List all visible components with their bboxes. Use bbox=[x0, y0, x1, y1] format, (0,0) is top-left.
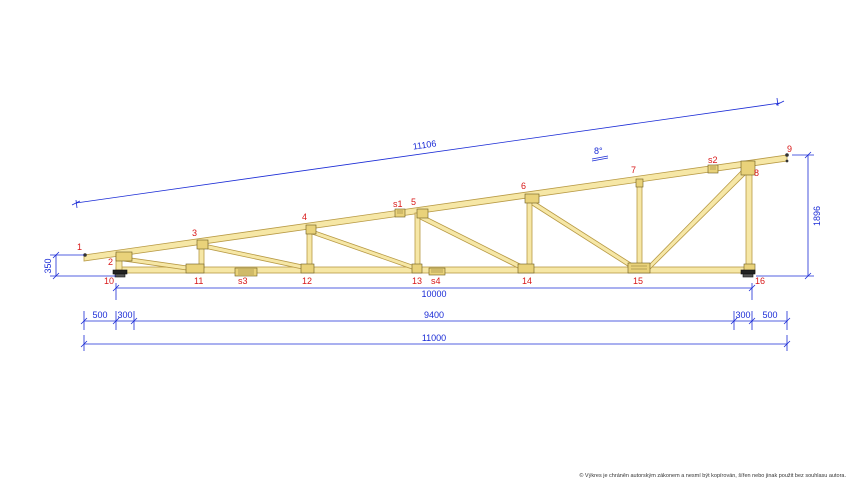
dim-right-height: 1896 bbox=[812, 206, 822, 226]
left-support bbox=[112, 269, 128, 275]
supports bbox=[112, 269, 756, 278]
splice-plate-s4 bbox=[428, 267, 446, 276]
node-10-label: 10 bbox=[104, 276, 114, 286]
dim-right-bearing: 300 bbox=[735, 310, 750, 320]
plate-15 bbox=[627, 262, 651, 274]
plate-6 bbox=[524, 193, 540, 204]
vertical-4-12 bbox=[306, 228, 313, 269]
dimension-lines bbox=[50, 97, 814, 351]
dim-right-overhang: 500 bbox=[762, 310, 777, 320]
dim-slope: 8° bbox=[594, 146, 603, 156]
node-4-label: 4 bbox=[302, 212, 307, 222]
plate-4 bbox=[305, 224, 317, 235]
truss-members bbox=[83, 154, 788, 274]
splice-s2-label: s2 bbox=[708, 155, 718, 165]
splice-s1-label: s1 bbox=[393, 199, 403, 209]
vertical-7-15 bbox=[636, 181, 643, 269]
top-chord bbox=[83, 154, 788, 262]
dim-left-overhang: 500 bbox=[92, 310, 107, 320]
dim-top-chord: 11106 bbox=[412, 138, 437, 151]
diagonal-6-15 bbox=[531, 199, 635, 271]
node-12-label: 12 bbox=[302, 276, 312, 286]
plate-11 bbox=[185, 263, 205, 274]
node-2-label: 2 bbox=[108, 257, 113, 267]
plate-12 bbox=[300, 263, 315, 274]
splice-s3-label: s3 bbox=[238, 276, 248, 286]
node-16-label: 16 bbox=[755, 276, 765, 286]
end-points bbox=[83, 153, 789, 257]
node-labels: 1 2 3 4 5 6 7 8 9 10 11 12 13 14 15 16 s… bbox=[77, 144, 792, 286]
diagonal-3-12 bbox=[203, 243, 308, 271]
copyright-notice: © Výkres je chráněn autorským zákonem a … bbox=[579, 473, 846, 479]
node-9-label: 9 bbox=[787, 144, 792, 154]
right-end-post bbox=[745, 167, 753, 269]
dim-span: 10000 bbox=[421, 289, 446, 299]
dim-inner-span: 9400 bbox=[424, 310, 444, 320]
plate-2 bbox=[115, 251, 133, 262]
node-1-label: 1 bbox=[77, 242, 82, 252]
vertical-5-13 bbox=[414, 212, 421, 269]
diagonal-8-15 bbox=[647, 167, 748, 272]
node-3-label: 3 bbox=[192, 228, 197, 238]
diagonal-5-14 bbox=[419, 213, 523, 271]
dimension-labels: 11106 8° 10000 500 300 9400 300 500 1100… bbox=[43, 138, 822, 343]
node-15-label: 15 bbox=[633, 276, 643, 286]
node-14-label: 14 bbox=[522, 276, 532, 286]
node-8-label: 8 bbox=[754, 168, 759, 178]
plate-5 bbox=[416, 208, 429, 219]
node-5-label: 5 bbox=[411, 197, 416, 207]
node-7-label: 7 bbox=[631, 165, 636, 175]
splice-s4-label: s4 bbox=[431, 276, 441, 286]
dim-left-height: 350 bbox=[43, 258, 53, 273]
plate-8 bbox=[740, 160, 756, 176]
dim-overall: 11000 bbox=[422, 333, 446, 343]
plate-14 bbox=[517, 263, 535, 274]
plate-13 bbox=[411, 263, 423, 274]
nail-plates bbox=[115, 160, 756, 277]
node-6-label: 6 bbox=[521, 181, 526, 191]
node-13-label: 13 bbox=[412, 276, 422, 286]
vertical-6-14 bbox=[526, 197, 533, 269]
dim-left-bearing: 300 bbox=[117, 310, 132, 320]
node-11-label: 11 bbox=[194, 276, 203, 286]
plate-3 bbox=[196, 239, 209, 250]
diagonal-4-13 bbox=[311, 229, 416, 271]
right-support bbox=[740, 269, 756, 275]
plate-7 bbox=[635, 178, 644, 188]
